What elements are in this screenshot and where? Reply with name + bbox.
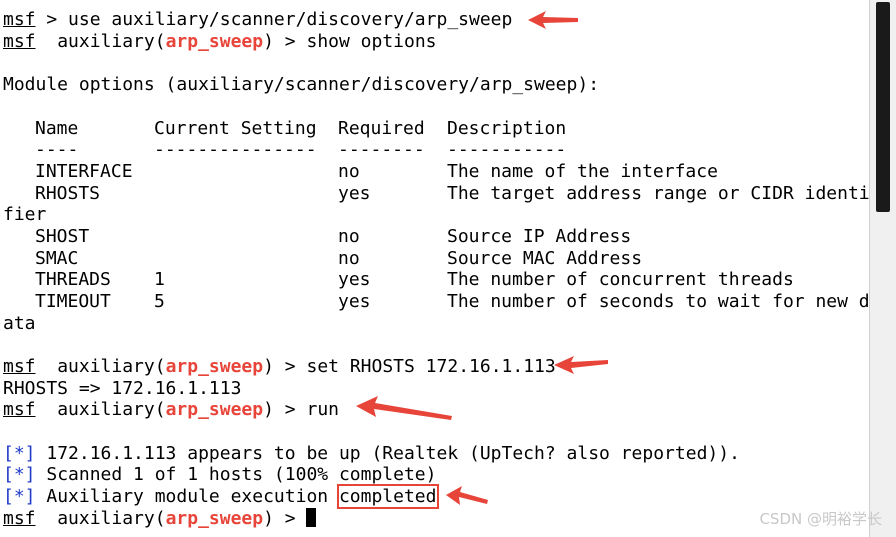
status-line: [*] 172.16.1.113 appears to be up (Realt… [3, 443, 740, 465]
show-options-command-text: show options [295, 31, 437, 52]
prompt-aux-suffix: ) > [263, 31, 296, 52]
terminal-line-current-prompt[interactable]: msf auxiliary(arp_sweep) > [3, 508, 317, 530]
prompt-module-name: arp_sweep [165, 356, 264, 377]
row-required: no [338, 226, 360, 247]
prompt-module-name: arp_sweep [165, 508, 264, 529]
terminal-output[interactable]: msf > use auxiliary/scanner/discovery/ar… [0, 0, 870, 537]
row-required: yes [338, 269, 371, 290]
annotation-arrow-icon [356, 396, 452, 420]
row-setting: 1 [154, 269, 165, 290]
row-description: The name of the interface [447, 161, 718, 182]
col-header-name: Name [35, 118, 79, 139]
row-description: The target address range or CIDR identi [447, 183, 870, 204]
status-execution: Auxiliary module execution [35, 486, 339, 507]
row-description: The number of seconds to wait for new d [447, 291, 870, 312]
underline-setting: --------------- [154, 139, 317, 160]
msf-prompt: msf [3, 508, 36, 529]
status-marker: [*] [3, 486, 36, 507]
vertical-scrollbar[interactable] [869, 0, 896, 537]
options-table-underline: ---- --------------- -------- ----------… [3, 139, 863, 161]
underline-description: ----------- [447, 139, 567, 160]
set-command-text: set RHOSTS 172.16.1.113 [295, 356, 556, 377]
row-name: THREADS [35, 269, 111, 290]
row-description: The number of concurrent threads [447, 269, 794, 290]
table-row: SHOST no Source IP Address [3, 226, 863, 248]
row-name: TIMEOUT [35, 291, 111, 312]
msf-prompt: msf [3, 31, 36, 52]
row-description-wrap: fier [3, 204, 47, 225]
msf-prompt: msf [3, 356, 36, 377]
rhosts-result: RHOSTS => 172.16.1.113 [3, 378, 242, 399]
row-description-wrap: ata [3, 313, 36, 334]
prompt-aux-prefix: auxiliary( [57, 356, 166, 377]
col-header-description: Description [447, 118, 567, 139]
annotation-arrow-icon [554, 356, 608, 374]
module-options-heading: Module options (auxiliary/scanner/discov… [3, 74, 600, 95]
prompt-module-name: arp_sweep [165, 399, 264, 420]
prompt-aux-suffix: ) > [263, 356, 296, 377]
row-name: INTERFACE [35, 161, 133, 182]
table-row: INTERFACE no The name of the interface [3, 161, 863, 183]
terminal-line-use: msf > use auxiliary/scanner/discovery/ar… [3, 9, 512, 31]
row-required: yes [338, 291, 371, 312]
prompt-aux-prefix: auxiliary( [57, 399, 166, 420]
row-required: no [338, 161, 360, 182]
row-description: Source MAC Address [447, 248, 643, 269]
status-line: [*] Scanned 1 of 1 hosts (100% complete) [3, 464, 436, 486]
underline-name: ---- [35, 139, 79, 160]
use-command-text: > use auxiliary/scanner/discovery/arp_sw… [35, 9, 513, 30]
table-row: THREADS 1 yes The number of concurrent t… [3, 269, 863, 291]
text-cursor [306, 508, 317, 527]
watermark: CSDN @明裕学长 [759, 510, 882, 528]
row-setting: 5 [154, 291, 165, 312]
prompt-aux-suffix: ) > [263, 399, 296, 420]
row-description: Source IP Address [447, 226, 632, 247]
msf-prompt: msf [3, 399, 36, 420]
status-marker: [*] [3, 443, 36, 464]
status-scanned: Scanned 1 of 1 hosts (100% complete) [35, 464, 437, 485]
completed-highlight: completed [336, 484, 439, 509]
status-marker: [*] [3, 464, 36, 485]
terminal-line-show-options: msf auxiliary(arp_sweep) > show options [3, 31, 437, 53]
status-line: [*] Auxiliary module execution completed [3, 484, 439, 509]
row-name: RHOSTS [35, 183, 101, 204]
row-name: SMAC [35, 248, 79, 269]
annotation-arrow-icon [446, 486, 488, 505]
table-row: TIMEOUT 5 yes The number of seconds to w… [3, 291, 870, 313]
msf-prompt: msf [3, 9, 36, 30]
prompt-aux-suffix: ) > [263, 508, 296, 529]
run-command-text: run [295, 399, 339, 420]
col-header-required: Required [338, 118, 425, 139]
row-name: SHOST [35, 226, 90, 247]
prompt-aux-prefix: auxiliary( [57, 31, 166, 52]
terminal-line-set-rhosts: msf auxiliary(arp_sweep) > set RHOSTS 17… [3, 356, 556, 378]
row-required: yes [338, 183, 371, 204]
table-row: SMAC no Source MAC Address [3, 248, 863, 270]
prompt-aux-prefix: auxiliary( [57, 508, 166, 529]
status-host-up: 172.16.1.113 appears to be up (Realtek (… [35, 443, 740, 464]
annotation-arrow-icon [528, 11, 578, 29]
options-table-header: Name Current Setting Required Descriptio… [3, 118, 863, 140]
prompt-module-name: arp_sweep [165, 31, 264, 52]
scrollbar-thumb[interactable] [876, 2, 890, 212]
underline-required: -------- [338, 139, 425, 160]
row-required: no [338, 248, 360, 269]
col-header-setting: Current Setting [154, 118, 317, 139]
terminal-line-run: msf auxiliary(arp_sweep) > run [3, 399, 339, 421]
table-row: RHOSTS yes The target address range or C… [3, 183, 870, 205]
